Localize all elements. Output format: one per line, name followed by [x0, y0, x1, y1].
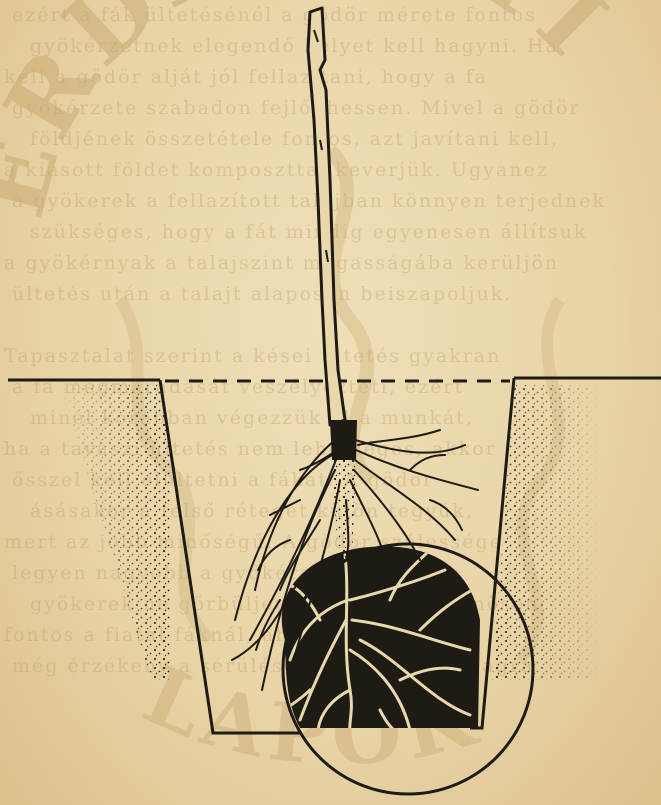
soil-stipple-right — [488, 385, 600, 740]
sapling-stem — [308, 8, 345, 425]
